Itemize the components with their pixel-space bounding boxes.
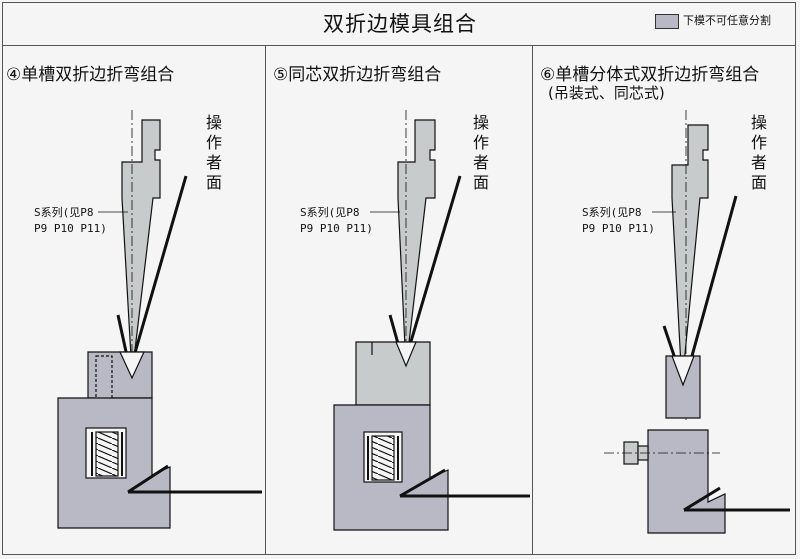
legend-label: 下模不可任意分割 — [683, 14, 771, 27]
panel-3-die-vgroove — [671, 355, 695, 387]
panel-divider-2 — [532, 45, 533, 555]
header-divider — [2, 45, 796, 46]
panel-2-title: ⑤同芯双折边折弯组合 — [273, 65, 442, 85]
panel-2-spring — [371, 435, 395, 481]
panel-3-punch — [671, 124, 709, 386]
panel-2-sheet — [402, 175, 462, 366]
panel-2-operator-face-label: 操作者面 — [472, 113, 489, 192]
panel-divider-1 — [265, 45, 266, 555]
panel-3-operator-face-label: 操作者面 — [750, 113, 767, 192]
panel-1-title: ④单槽双折边折弯组合 — [6, 65, 175, 85]
panel-3-sheet — [682, 195, 738, 386]
panel-1-die-vgroove — [119, 351, 145, 380]
panel-3-drawing — [604, 110, 790, 534]
panel-2-drawing — [333, 110, 530, 531]
panel-1-sheet — [128, 175, 188, 371]
panel-2-die-vgroove — [395, 341, 417, 368]
figure-title: 双折边模具组合 — [323, 12, 477, 36]
legend: 下模不可任意分割 — [655, 12, 771, 29]
panel-2-die-upper — [355, 341, 431, 406]
panel-1-drawing — [57, 110, 262, 529]
panel-1-punch — [121, 119, 161, 376]
panel-3-subtitle: (吊装式、同芯式) — [548, 84, 665, 102]
panel-1-operator-face-label: 操作者面 — [205, 113, 222, 192]
panel-3-die-base — [647, 429, 726, 534]
panel-2-punch — [397, 119, 436, 369]
legend-swatch — [655, 13, 679, 29]
panel-3-title: ⑥单槽分体式双折边折弯组合 — [540, 65, 760, 85]
panel-1-spring — [95, 431, 119, 477]
